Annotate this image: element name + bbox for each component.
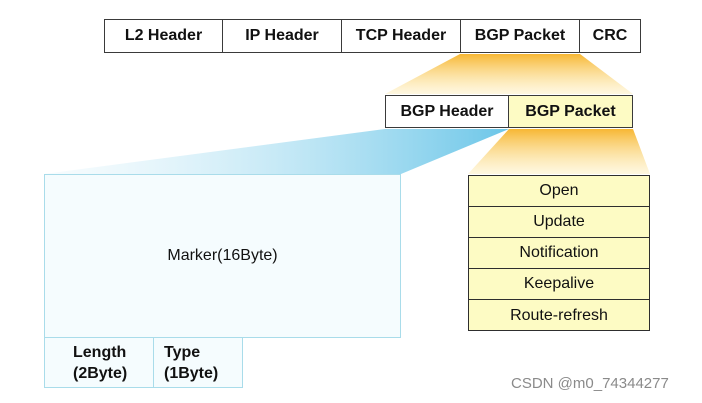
bgp-packet-field: BGP Packet	[461, 20, 580, 52]
message-type-notification: Notification	[469, 238, 649, 269]
type-field: Type (1Byte)	[153, 337, 243, 388]
message-type-route-refresh: Route-refresh	[510, 306, 608, 324]
bgp-header-field: BGP Header	[386, 96, 509, 127]
bgp-packet-expansion-wedge	[385, 54, 633, 94]
length-size-label: (2Byte)	[73, 365, 128, 382]
type-size-label: (1Byte)	[164, 365, 219, 382]
watermark: CSDN @m0_74344277	[511, 375, 669, 392]
length-field: Length (2Byte)	[44, 337, 154, 388]
message-type-update: Update	[469, 207, 649, 238]
type-label: Type	[164, 344, 201, 361]
ip-header-field: IP Header	[223, 20, 342, 52]
tcp-header-field: TCP Header	[342, 20, 461, 52]
message-type-keepalive: Keepalive	[469, 269, 649, 300]
bgp-message-type-list: Open Update Notification Keepalive Route…	[468, 175, 650, 331]
packet-structure-row: L2 Header IP Header TCP Header BGP Packe…	[104, 19, 641, 53]
crc-field: CRC	[592, 27, 628, 44]
bgp-header-expansion-wedge	[44, 129, 509, 174]
bgp-message-field: BGP Packet	[509, 96, 632, 127]
l2-header-field: L2 Header	[105, 20, 223, 52]
length-label: Length	[73, 344, 127, 361]
message-type-expansion-wedge	[468, 129, 650, 174]
marker-field: Marker(16Byte)	[44, 174, 401, 338]
marker-label: Marker(16Byte)	[167, 247, 278, 264]
message-type-open: Open	[469, 176, 649, 207]
bgp-packet-structure-row: BGP Header BGP Packet	[385, 95, 633, 128]
